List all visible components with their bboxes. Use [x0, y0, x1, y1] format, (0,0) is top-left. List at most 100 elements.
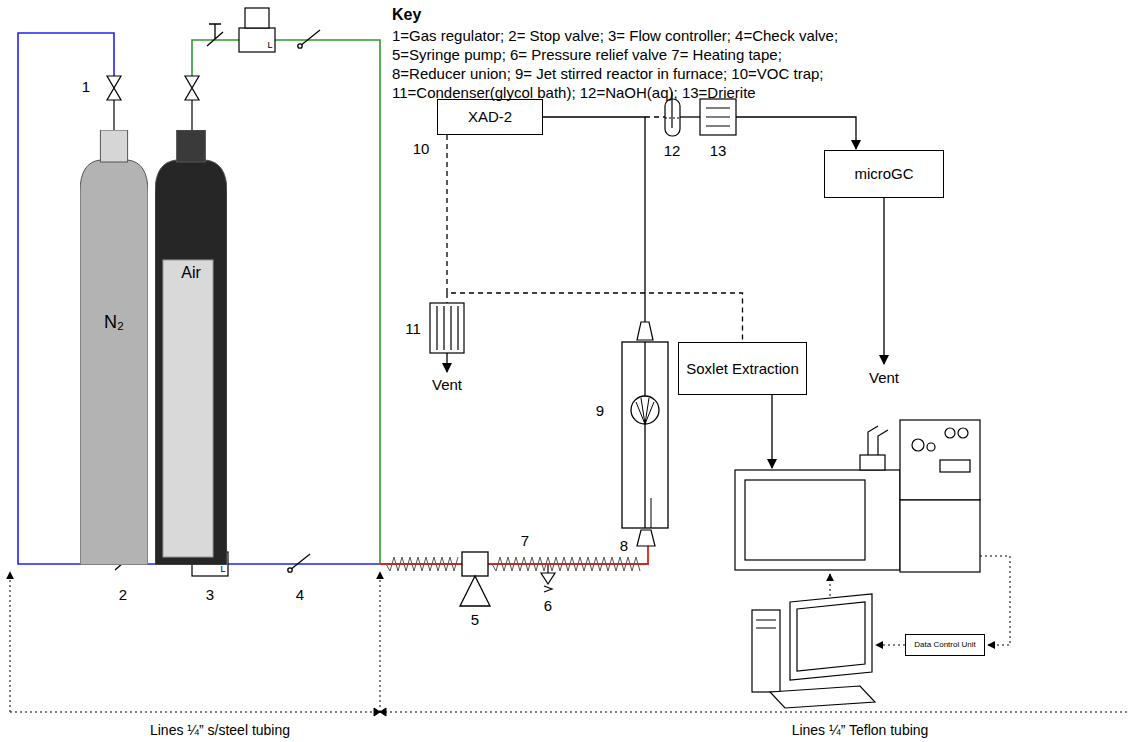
gas-regulator	[107, 76, 121, 100]
dashed-connector	[447, 135, 743, 342]
callout-number: 9	[596, 402, 604, 419]
check-valve	[288, 568, 292, 572]
pressure-relief-valve	[547, 565, 548, 573]
tubing-note: Lines ¼” s/steel tubing	[150, 722, 290, 738]
gc-ms-instrument	[745, 480, 865, 560]
jet-stirred-reactor	[631, 396, 659, 424]
gas-regulator	[191, 100, 192, 130]
nitrogen-line	[18, 33, 380, 564]
node-text: Soxlet Extraction	[686, 360, 799, 377]
unit-mark: L	[220, 564, 225, 574]
vent-label: Vent	[869, 369, 899, 386]
node-text: microGC	[854, 165, 913, 182]
product-line	[680, 116, 700, 117]
key-entry: 1=Gas regulator; 2= Stop valve; 3= Flow …	[392, 27, 838, 44]
check-valve	[300, 30, 320, 46]
drierite-column	[700, 99, 736, 135]
gc-ms-instrument	[860, 455, 885, 470]
gc-ms-instrument	[958, 428, 968, 438]
heating-tape	[386, 557, 458, 571]
node-text: XAD-2	[468, 108, 512, 125]
key-entry: 11=Condenser(glycol bath); 12=NaOH(aq); …	[392, 84, 756, 101]
callout-number: 8	[620, 537, 628, 554]
product-line	[447, 117, 884, 468]
tubing-junction	[374, 708, 386, 716]
jet-stirred-reactor	[636, 398, 654, 424]
gc-ms-instrument	[900, 500, 980, 572]
gc-ms-instrument	[900, 420, 980, 500]
heating-tape	[492, 557, 640, 571]
vent-label: Vent	[432, 376, 462, 393]
tubing-divider	[10, 712, 1130, 713]
data-signal-line	[980, 556, 1010, 645]
gc-ms-instrument	[868, 426, 888, 455]
gc-ms-instrument	[940, 460, 970, 472]
heated-line	[380, 546, 648, 564]
computer	[797, 602, 865, 671]
product-line	[543, 117, 645, 322]
callout-number: 3	[206, 586, 214, 603]
jet-stirred-reactor	[644, 342, 645, 396]
tubing-junction	[374, 708, 386, 716]
product-line	[736, 117, 856, 149]
flow-controller	[245, 8, 269, 28]
naoh-bubbler	[665, 117, 680, 118]
callout-number: 2	[119, 586, 127, 603]
cylinder-outline	[80, 130, 148, 565]
gc-ms-instrument	[945, 428, 955, 438]
callout-number: 10	[413, 140, 430, 157]
heating-tape	[386, 557, 640, 571]
pressure-relief-valve	[541, 565, 555, 592]
node-text: Air	[155, 130, 227, 282]
data-unit-box: Data Control Unit	[905, 634, 985, 656]
condenser	[430, 303, 464, 353]
computer	[790, 594, 872, 680]
data-signal-line	[876, 645, 905, 646]
pressure-relief-valve	[544, 586, 552, 592]
callout-number: 11	[405, 320, 421, 337]
reducer-union	[637, 322, 655, 546]
voc-trap-box: XAD-2	[437, 99, 543, 135]
callout-number: 1	[82, 78, 90, 95]
product-line	[883, 198, 884, 364]
syringe-pump	[460, 576, 490, 606]
cylinder-cap	[177, 130, 206, 162]
gc-ms-instrument	[735, 420, 980, 572]
key-heading: Key	[392, 6, 421, 24]
syringe-pump	[460, 552, 490, 606]
check-valve	[290, 554, 310, 570]
check-valve	[288, 30, 320, 572]
nitrogen-cylinder: N₂	[80, 130, 148, 565]
tubing-divider	[10, 572, 1130, 712]
cylinder-body	[80, 160, 148, 565]
computer	[752, 610, 780, 692]
data-signal-line	[830, 574, 831, 596]
flow-controller	[239, 28, 275, 52]
tubing-divider	[10, 572, 11, 712]
tubing-divider	[380, 572, 381, 712]
jet-stirred-reactor	[651, 498, 652, 528]
condenser	[437, 306, 458, 350]
drierite-column	[706, 108, 730, 126]
drierite-column	[700, 99, 736, 135]
gc-ms-instrument	[912, 439, 924, 451]
computer	[770, 686, 875, 708]
callout-number: 4	[296, 586, 304, 603]
tubing-note: Lines ¼” Teflon tubing	[792, 722, 929, 738]
gas-regulator	[185, 76, 199, 100]
gc-ms-instrument	[735, 470, 900, 570]
unit-mark: L	[267, 40, 272, 50]
reducer-union	[637, 322, 653, 340]
condenser	[430, 303, 464, 353]
callout-number: 13	[710, 142, 727, 159]
node-text: Data Control Unit	[914, 640, 975, 649]
jet-stirred-reactor	[622, 342, 668, 528]
computer	[752, 594, 875, 708]
data-signal-line	[830, 556, 1010, 645]
key-entry: 8=Reducer union; 9= Jet stirred reactor …	[392, 65, 823, 82]
callout-number: 7	[521, 532, 529, 549]
gas-regulator	[113, 100, 114, 130]
gc-ms-instrument	[927, 443, 935, 451]
cylinder-body	[155, 160, 227, 565]
extraction-box: Soxlet Extraction	[678, 342, 807, 395]
